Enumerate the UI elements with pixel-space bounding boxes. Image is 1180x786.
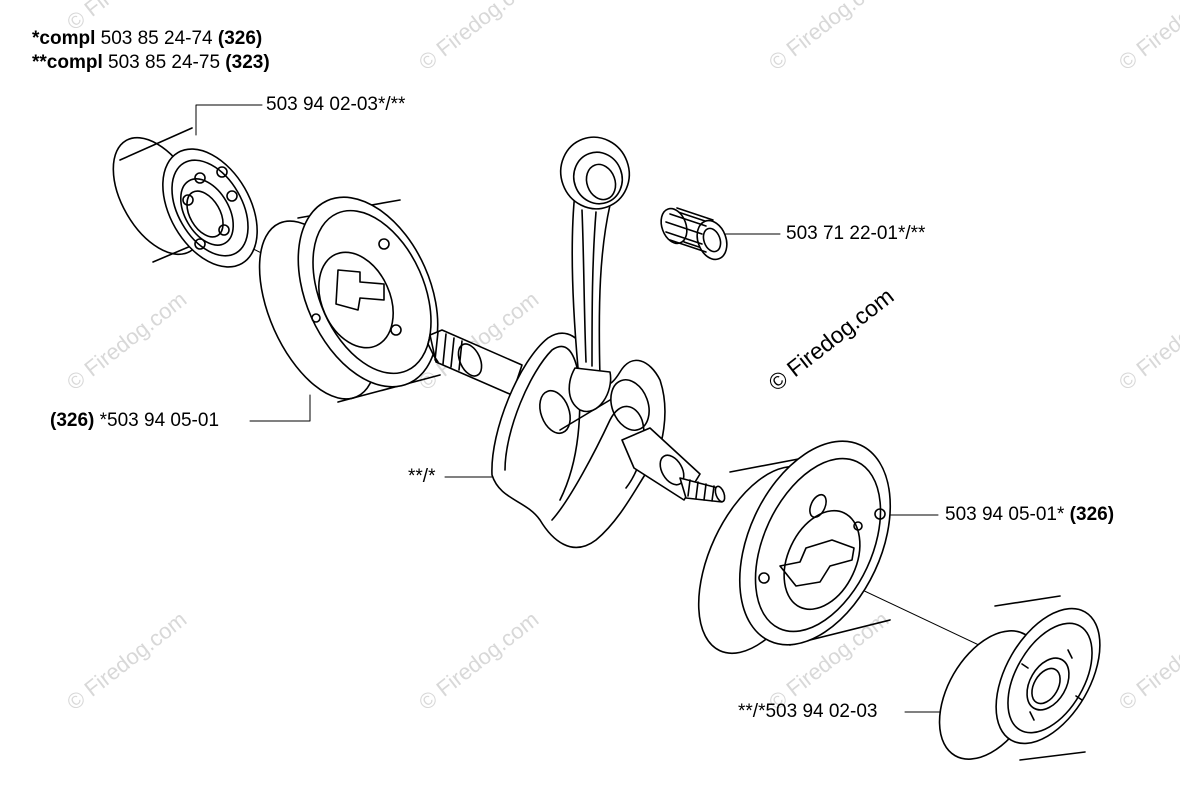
crankshaft-right-end [621, 427, 726, 503]
label-flywheel-left: (326) *503 94 05-01 [50, 410, 219, 432]
header-2-stars: ** [32, 52, 47, 73]
label-flywheel-right: 503 94 05-01* (326) [945, 504, 1114, 526]
header-line-1: *compl 503 85 24-74 (326) [32, 28, 262, 50]
header-2-model: (323) [225, 52, 270, 73]
ball-bearing-bottom [938, 595, 1101, 761]
crankshaft [491, 332, 666, 549]
label-bearing-bottom: **/*503 94 02-03 [738, 701, 878, 722]
crankshaft-left-end [427, 329, 523, 396]
label-flywheel-right-model: (326) [1069, 504, 1115, 525]
label-needle-bearing: 503 71 22-01*/** [786, 223, 926, 244]
header-1-model: (326) [217, 28, 263, 49]
ball-bearing-top [112, 127, 258, 268]
flywheel-left [258, 196, 441, 403]
header-1-number: 503 85 24-74 [95, 28, 218, 49]
header-line-2: **compl 503 85 24-75 (323) [32, 52, 270, 74]
label-flywheel-left-model: (326) [50, 410, 95, 431]
label-flywheel-right-text: 503 94 05-01* [945, 504, 1070, 525]
header-2-number: 503 85 24-75 [102, 52, 226, 73]
header-2-word: compl [46, 52, 103, 73]
header-1-stars: * [32, 28, 40, 49]
label-flywheel-left-text: *503 94 05-01 [94, 410, 220, 431]
flywheel-right [697, 440, 892, 655]
needle-bearing [660, 207, 728, 261]
label-bearing-top: 503 94 02-03*/** [266, 94, 406, 115]
connecting-rod [559, 136, 631, 413]
label-crankshaft: **/* [408, 466, 436, 487]
header-1-word: compl [39, 28, 96, 49]
